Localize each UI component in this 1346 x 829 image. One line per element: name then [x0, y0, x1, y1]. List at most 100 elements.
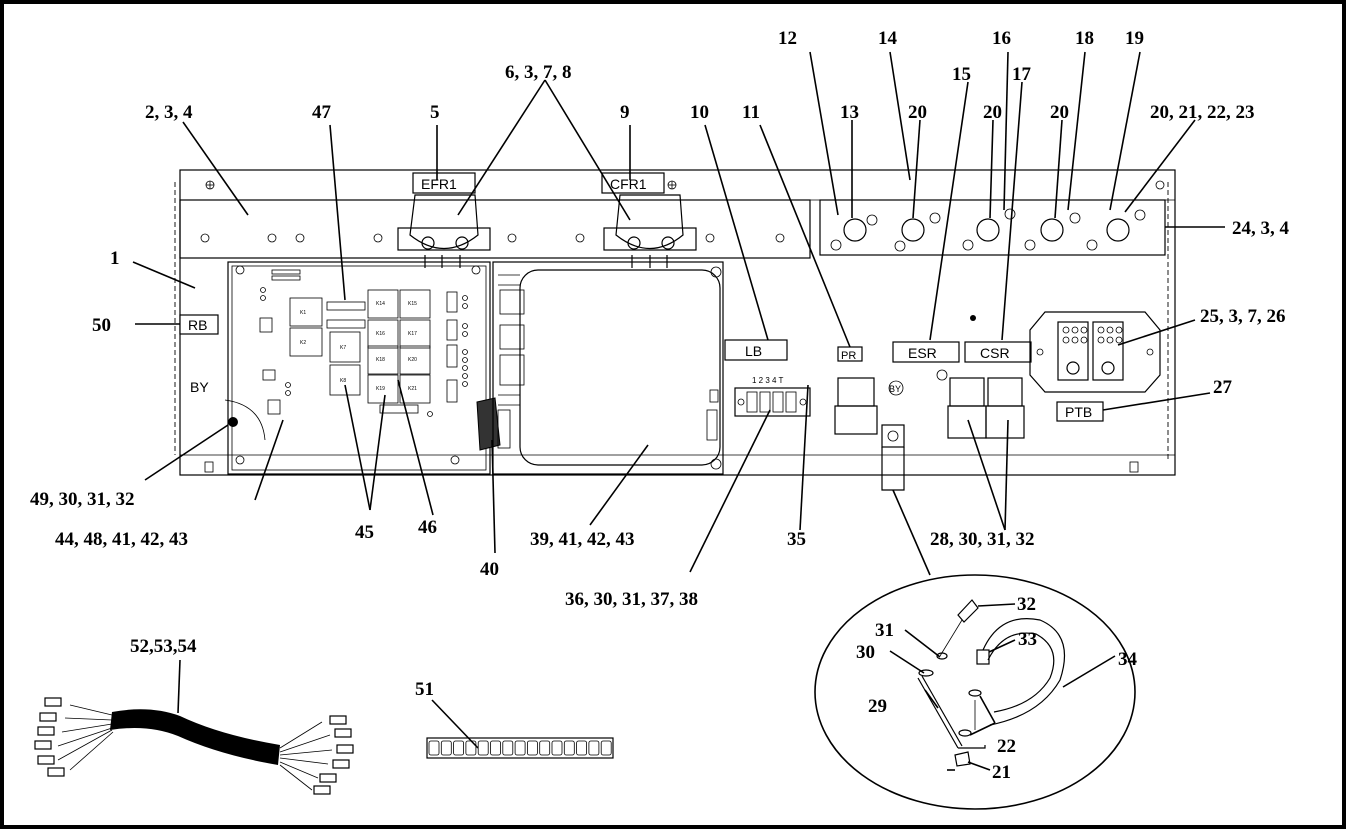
ground-screw	[228, 417, 238, 427]
k20-label: K20	[408, 357, 417, 363]
callout-20b: 20	[983, 102, 1002, 123]
lb-label: LB	[745, 343, 762, 359]
terminal-strip-cell	[428, 740, 440, 756]
callout-44-48-41-42-43: 44, 48, 41, 42, 43	[55, 529, 188, 550]
callout-39-41-42-43: 39, 41, 42, 43	[530, 529, 635, 550]
callout-14: 14	[878, 28, 898, 49]
k16-label: K16	[376, 331, 385, 337]
by-left-label: BY	[190, 379, 209, 395]
callout-labels: 1 2, 3, 4 47 5 6, 3, 7, 8 9 10 11 12 13 …	[30, 28, 1290, 783]
k19-label: K19	[376, 386, 385, 392]
cfr1-label: CFR1	[610, 176, 647, 192]
efr1-label: EFR1	[421, 176, 457, 192]
terminal-strip-cell	[551, 740, 563, 756]
clamp-strap	[881, 447, 905, 491]
terminal-strip-cell	[440, 740, 452, 756]
clamp-bracket	[881, 424, 905, 448]
callout-28-30-31-32: 28, 30, 31, 32	[930, 529, 1035, 550]
by-right-label: BY	[889, 384, 901, 394]
left-rail	[179, 199, 811, 259]
callout-16: 16	[992, 28, 1011, 49]
esr-plate	[892, 341, 960, 363]
csr-label: CSR	[980, 345, 1010, 361]
callout-25-3-7-26: 25, 3, 7, 26	[1200, 306, 1286, 327]
terminal-strip-cell	[600, 740, 612, 756]
detail-callout-31: 31	[875, 620, 894, 641]
transformer-box	[492, 261, 724, 475]
callout-35: 35	[787, 529, 806, 550]
k21-label: K21	[408, 386, 417, 392]
detail-callout-32: 32	[1017, 594, 1036, 615]
detail-callout-22: 22	[997, 736, 1016, 757]
k18-label: K18	[376, 357, 385, 363]
tb-terminal-numbers: 1 2 3 4 T	[752, 376, 784, 385]
k7-label: K7	[340, 345, 346, 351]
k1-label: K1	[300, 310, 306, 316]
terminal-strip-cell	[502, 740, 514, 756]
callout-18: 18	[1075, 28, 1094, 49]
detail-callout-30: 30	[856, 642, 875, 663]
esr-label: ESR	[908, 345, 937, 361]
callout-11: 11	[742, 102, 760, 123]
k14-label: K14	[376, 301, 385, 307]
callout-2-3-4: 2, 3, 4	[145, 102, 193, 123]
detail-callout-34: 34	[1118, 649, 1138, 670]
callout-24-3-4: 24, 3, 4	[1232, 218, 1290, 239]
callout-50: 50	[92, 315, 111, 336]
back-panel	[174, 169, 1176, 476]
callout-47: 47	[312, 102, 332, 123]
callout-36-30-31-37-38: 36, 30, 31, 37, 38	[565, 589, 698, 610]
terminal-strip-cell	[539, 740, 551, 756]
callout-17: 17	[1012, 64, 1032, 85]
k15-label: K15	[408, 301, 417, 307]
callout-51: 51	[415, 679, 434, 700]
terminal-strip-cell	[576, 740, 587, 756]
callout-27: 27	[1213, 377, 1233, 398]
k8-label: K8	[340, 378, 346, 384]
csr-plate	[964, 341, 1032, 363]
terminal-block: 1 2 3 4 T	[734, 376, 811, 417]
terminal-strip	[426, 699, 614, 759]
right-rail	[819, 199, 1166, 256]
callout-5: 5	[430, 102, 440, 123]
detail-view	[814, 574, 1136, 810]
k17-label: K17	[408, 331, 417, 337]
ptb-plate	[1056, 401, 1104, 422]
pr-relay	[834, 377, 878, 435]
esr-csr-relays	[947, 377, 1025, 439]
lb-plate	[724, 339, 788, 361]
terminal-strip-cell	[527, 740, 538, 756]
callout-20c: 20	[1050, 102, 1069, 123]
callout-45: 45	[355, 522, 374, 543]
callout-13: 13	[840, 102, 859, 123]
callout-19: 19	[1125, 28, 1144, 49]
wire-harness	[34, 659, 354, 795]
callout-6-3-7-8: 6, 3, 7, 8	[505, 62, 572, 83]
leader-lines	[132, 51, 1225, 576]
terminal-strip-cell	[588, 740, 600, 756]
terminal-strip-cell	[453, 740, 465, 756]
callout-9: 9	[620, 102, 630, 123]
terminal-strip-cell	[477, 740, 489, 756]
callout-40: 40	[480, 559, 499, 580]
detail-callout-29: 29	[868, 696, 887, 717]
terminal-strip-cell	[490, 740, 501, 756]
callout-1: 1	[110, 248, 120, 269]
ptb-label: PTB	[1065, 404, 1092, 420]
callout-20a: 20	[908, 102, 927, 123]
detail-callout-33: 33	[1018, 629, 1037, 650]
by-right-circle	[888, 380, 904, 396]
detail-callout-21: 21	[992, 762, 1011, 783]
callout-52-53-54: 52,53,54	[130, 636, 197, 657]
cfr1-relay: CFR1	[601, 172, 697, 268]
terminal-strip-cell	[514, 740, 526, 756]
k2-label: K2	[300, 340, 306, 346]
callout-49-30-31-32: 49, 30, 31, 32	[30, 489, 135, 510]
callout-10: 10	[690, 102, 709, 123]
pr-label: PR	[841, 350, 856, 362]
callout-15: 15	[952, 64, 971, 85]
power-terminal-block	[1029, 311, 1161, 393]
ground-bracket	[224, 399, 266, 441]
